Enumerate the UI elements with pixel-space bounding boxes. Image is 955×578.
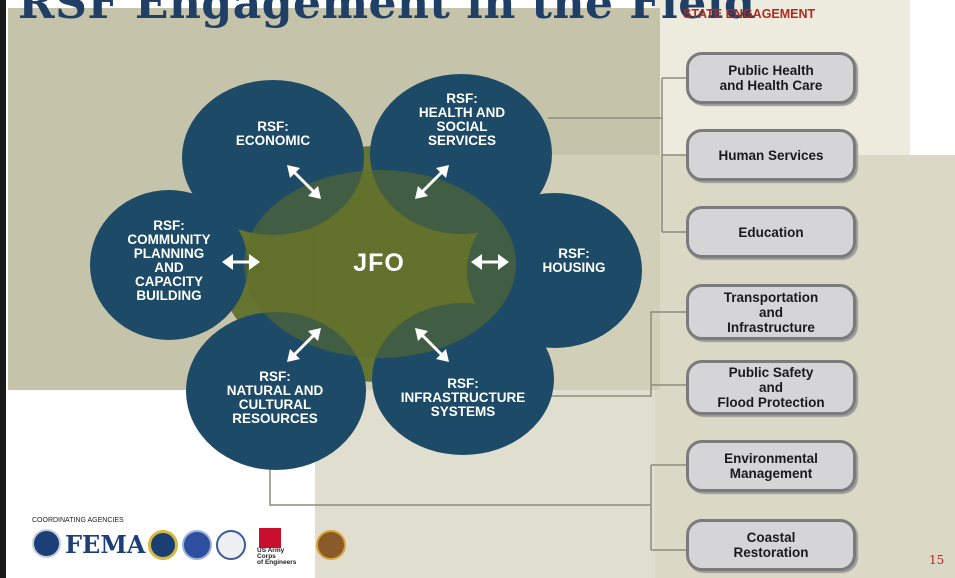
jfo-label: JFO — [353, 249, 405, 277]
dhs-seal-icon — [32, 529, 61, 558]
double-arrow-icon — [222, 254, 260, 270]
usace-logo-text: US Army Corps of Engineers — [257, 547, 297, 566]
state-box-human-services: Human Services — [686, 129, 856, 181]
state-engagement-label: STATE ENGAGEMENT — [683, 7, 816, 21]
state-box-environmental: Environmental Management — [686, 440, 856, 492]
rsf-community-label: RSF: COMMUNITY PLANNING AND CAPACITY BUI… — [127, 218, 211, 303]
double-arrow-icon — [415, 328, 449, 362]
slide-left-border — [0, 0, 6, 578]
rsf-community-bubble — [90, 190, 248, 340]
state-box-education: Education — [686, 206, 856, 258]
rsf-infrastructure-label: RSF: INFRASTRUCTURE SYSTEMS — [400, 376, 526, 419]
commerce-seal-icon — [148, 530, 178, 560]
double-arrow-icon — [287, 165, 321, 199]
rsf-natural-label: RSF: NATURAL AND CULTURAL RESOURCES — [226, 369, 324, 426]
rsf-economic-label: RSF: ECONOMIC — [235, 119, 311, 148]
coordinating-agencies-label: COORDINATING AGENCIES — [32, 517, 124, 524]
double-arrow-icon — [415, 165, 449, 199]
state-box-public-health: Public Health and Health Care — [686, 52, 856, 104]
rsf-housing-label: RSF: HOUSING — [542, 246, 606, 275]
usace-castle-icon — [259, 528, 281, 548]
interior-seal-icon — [316, 530, 346, 560]
fema-logo-text: FEMA — [65, 530, 146, 559]
state-box-transportation: Transportation and Infrastructure — [686, 284, 856, 340]
hud-seal-icon — [216, 530, 246, 560]
state-box-public-safety: Public Safety and Flood Protection — [686, 360, 856, 415]
jfo-center-overlay — [244, 170, 516, 358]
slide-title: RSF Engagement in the Field — [18, 0, 756, 29]
state-box-coastal: Coastal Restoration — [686, 519, 856, 571]
hhs-seal-icon — [182, 530, 212, 560]
double-arrow-icon — [287, 328, 321, 362]
page-number: 15 — [929, 553, 945, 567]
double-arrow-icon — [471, 254, 509, 270]
rsf-health-label: RSF: HEALTH AND SOCIAL SERVICES — [418, 91, 506, 148]
